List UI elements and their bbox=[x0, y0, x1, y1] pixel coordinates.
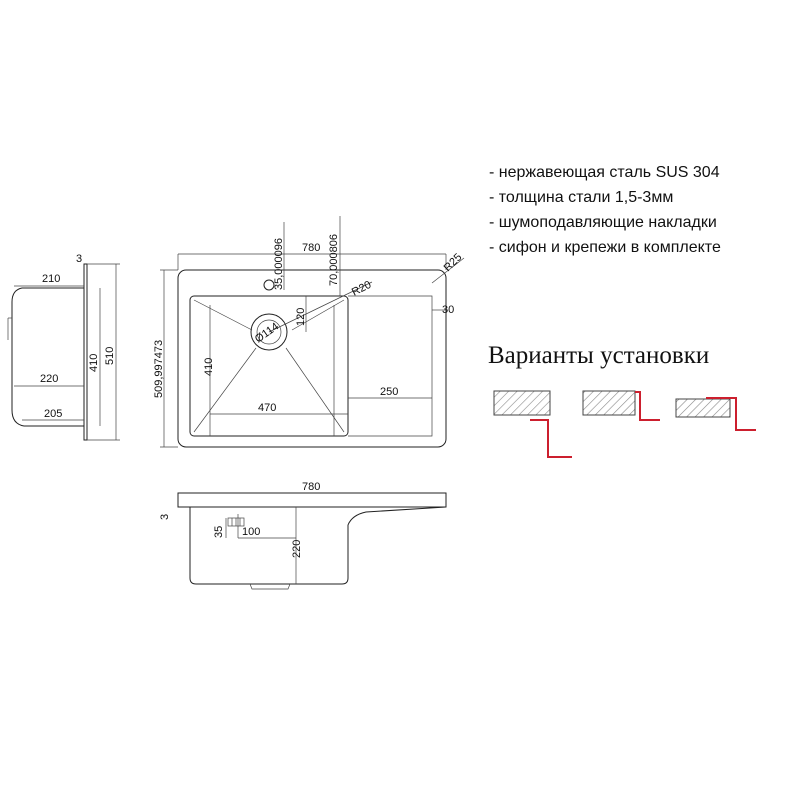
drain-outer-circle bbox=[250, 313, 288, 351]
tap-hole bbox=[263, 279, 275, 291]
top-view: 780 35,000096 70,000806 R25 R20 509,9974… bbox=[153, 216, 465, 448]
top-fold-1 bbox=[193, 299, 253, 331]
top-bowl-outline bbox=[189, 295, 349, 437]
dim-side-inner-height: 410 bbox=[88, 354, 100, 372]
dim-side-bottom-depth: 205 bbox=[44, 408, 62, 420]
side-flange bbox=[83, 263, 88, 441]
drain-inner-circle bbox=[256, 319, 282, 345]
dim-front-thickness: 3 bbox=[159, 514, 171, 520]
front-bowl-outline bbox=[189, 506, 447, 585]
top-outer-outline bbox=[177, 269, 447, 448]
dim-top-drain-diameter: Ø114 bbox=[253, 321, 281, 346]
top-fold-3 bbox=[193, 347, 257, 433]
front-drain bbox=[249, 583, 291, 590]
front-top-flange bbox=[177, 492, 447, 508]
feature-item: - сифон и крепежи в комплекте bbox=[489, 239, 721, 256]
variant-1-sink-line bbox=[530, 419, 572, 458]
dim-top-wing-width: 250 bbox=[380, 386, 398, 398]
feature-list: - нержавеющая сталь SUS 304 - толщина ст… bbox=[489, 160, 721, 260]
front-view: 780 3 35 100 220 bbox=[159, 481, 447, 590]
dim-top-edge: 30 bbox=[442, 304, 454, 316]
install-variant-1-icon bbox=[493, 390, 572, 458]
dim-top-radius-outer: R25 bbox=[442, 251, 465, 274]
top-fold-2 bbox=[291, 299, 345, 331]
dim-side-thickness: 3 bbox=[76, 253, 82, 265]
overflow-fitting-icon bbox=[227, 517, 245, 527]
side-bowl-outline bbox=[11, 287, 84, 427]
dim-side-mid-depth: 220 bbox=[40, 373, 58, 385]
dim-top-width: 780 bbox=[302, 242, 320, 254]
variant-3-sink-line bbox=[706, 397, 756, 431]
top-radius-inner-leader bbox=[268, 281, 373, 333]
dim-front-overflow-height: 35 bbox=[213, 526, 225, 538]
feature-item: - толщина стали 1,5-3мм bbox=[489, 189, 674, 206]
top-wing-outline bbox=[348, 295, 433, 437]
dim-front-width: 780 bbox=[302, 481, 320, 493]
top-fold-4 bbox=[285, 347, 345, 433]
feature-item: - нержавеющая сталь SUS 304 bbox=[489, 164, 720, 181]
feature-item: - шумоподавляющие накладки bbox=[489, 214, 717, 231]
install-variants bbox=[493, 390, 756, 458]
dim-front-overflow-offset: 100 bbox=[242, 526, 260, 538]
dim-top-bowl-offset: 70,000806 bbox=[328, 234, 340, 286]
dim-front-depth: 220 bbox=[291, 540, 303, 558]
dim-side-outer-height: 510 bbox=[104, 347, 116, 365]
dim-top-drain-offset: 120 bbox=[295, 308, 307, 326]
side-view: 3 210 220 205 410 510 bbox=[7, 253, 120, 441]
dim-top-tap-offset: 35,000096 bbox=[273, 238, 285, 290]
install-variant-2-icon bbox=[582, 390, 660, 421]
variant-2-sink-line bbox=[635, 391, 660, 421]
dim-top-height: 509,997473 bbox=[153, 340, 165, 398]
top-radius-outer-leader bbox=[431, 257, 465, 284]
dim-top-bowl-height: 410 bbox=[203, 358, 215, 376]
installation-title: Варианты установки bbox=[488, 342, 710, 369]
dim-top-bowl-width: 470 bbox=[258, 402, 276, 414]
install-variant-3-icon bbox=[675, 397, 756, 431]
dim-side-top-depth: 210 bbox=[42, 273, 60, 285]
